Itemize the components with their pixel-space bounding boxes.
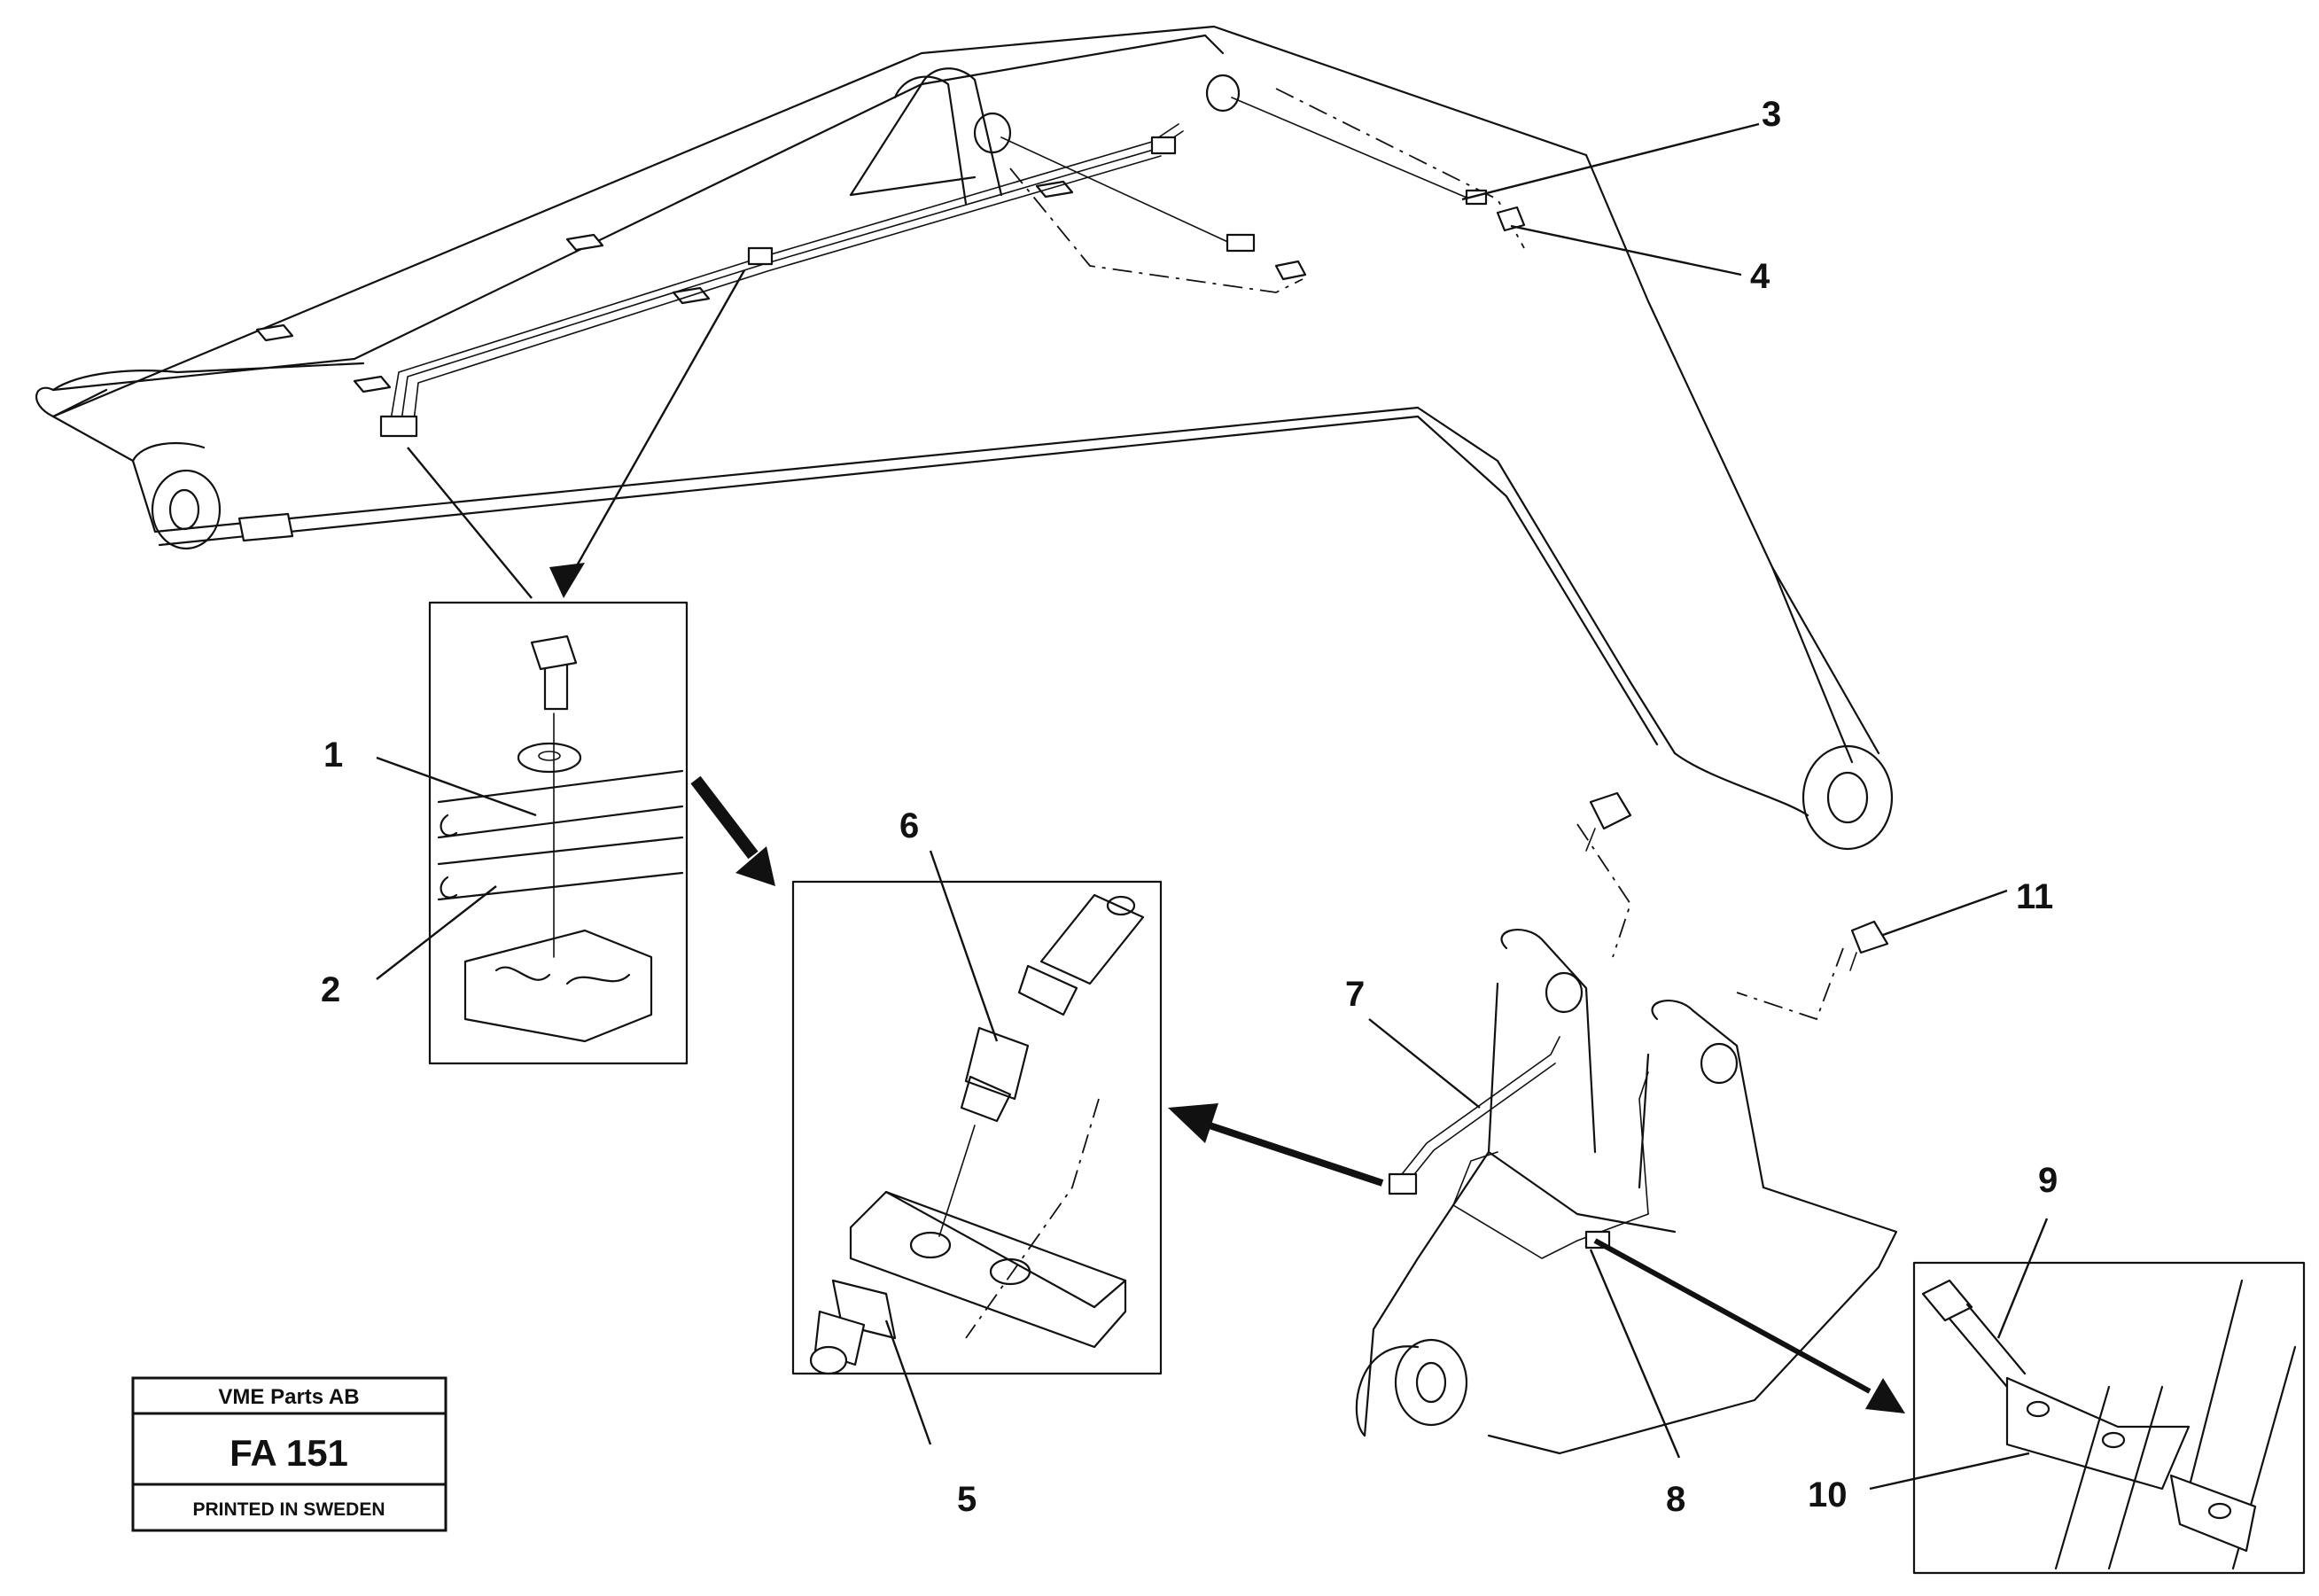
callout-5: 5 [957, 1480, 977, 1519]
leader-1 [376, 756, 537, 817]
leader-10 [1869, 1452, 2030, 1491]
leader-7 [1368, 1018, 1481, 1109]
callout-7: 7 [1345, 975, 1365, 1014]
callout-9: 9 [2038, 1161, 2058, 1200]
callout-6: 6 [899, 806, 919, 845]
callout-10: 10 [1808, 1475, 1848, 1514]
callout-4: 4 [1750, 257, 1770, 296]
stamp-printed: PRINTED IN SWEDEN [192, 1499, 385, 1520]
leader-8 [1589, 1249, 1681, 1459]
stamp-code: FA 151 [230, 1432, 348, 1474]
callout-11: 11 [2016, 877, 2053, 916]
inset-fitting-detail [791, 880, 1163, 1375]
leader-9 [1996, 1218, 2049, 1339]
callout-1: 1 [323, 736, 343, 775]
callout-8: 8 [1666, 1480, 1685, 1519]
arrows-boom-to-clamp [407, 269, 746, 599]
leader-11 [1882, 889, 2008, 937]
arrow-clamp-to-fitting [690, 775, 775, 886]
inset-clamp-detail [428, 601, 689, 1065]
leader-4 [1510, 224, 1742, 276]
callout-leaders [376, 122, 2049, 1491]
stamp-company: VME Parts AB [218, 1385, 359, 1409]
callout-2: 2 [321, 970, 340, 1009]
callout-numbers: 3 4 1 2 6 5 7 8 9 10 11 [321, 95, 2058, 1519]
leader-3 [1461, 122, 1760, 201]
leader-6 [929, 850, 999, 1042]
title-stamp: VME Parts AB FA 151 PRINTED IN SWEDEN [131, 1376, 447, 1532]
callout-3: 3 [1762, 95, 1781, 134]
boom-drawing [35, 25, 1894, 851]
arrow-arm-to-fitting [1168, 1103, 1384, 1187]
arm-drawing [1355, 791, 1898, 1455]
leader-2 [376, 885, 497, 980]
inset-bolt-detail [1912, 1261, 2306, 1575]
arrow-arm-to-bolt [1593, 1238, 1905, 1413]
leader-5 [884, 1320, 932, 1445]
